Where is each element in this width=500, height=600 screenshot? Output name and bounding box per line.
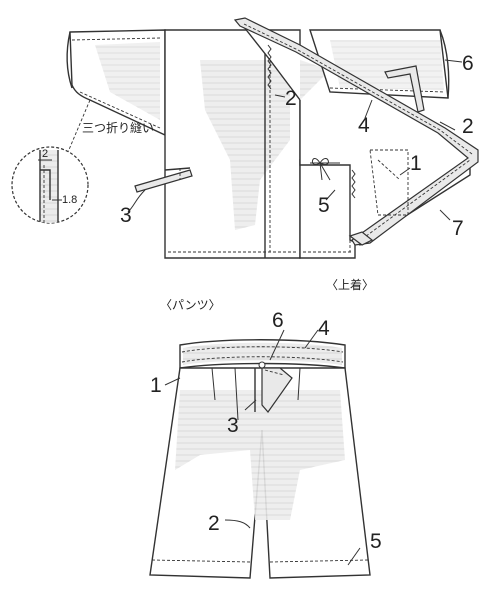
jacket-tie-top bbox=[384, 65, 425, 113]
jacket-label-7: 7 bbox=[452, 217, 464, 240]
jacket-label-2a: 2 bbox=[285, 87, 297, 110]
jacket-illustration bbox=[11, 17, 479, 259]
jacket-caption: 〈上着〉 bbox=[326, 277, 374, 292]
detail-label-top: 2 bbox=[42, 148, 48, 160]
jacket-label-1: 1 bbox=[410, 152, 422, 175]
jacket-label-2b: 2 bbox=[462, 115, 474, 138]
pants-label-1: 1 bbox=[150, 374, 162, 397]
detail-label-side: 1.8 bbox=[62, 194, 77, 206]
pants-illustration bbox=[149, 329, 371, 579]
pants-shade bbox=[175, 390, 345, 520]
pants-caption: 〈パンツ〉 bbox=[160, 298, 221, 312]
pants-label-6: 6 bbox=[272, 309, 284, 332]
jacket-tie-inner bbox=[310, 158, 340, 181]
hem-detail-circle bbox=[11, 146, 89, 224]
jacket-left-sleeve-shade bbox=[95, 42, 160, 120]
pants-label-4: 4 bbox=[318, 317, 330, 340]
jacket-hem-note: 三つ折り縫い bbox=[82, 120, 154, 135]
pants-label-3: 3 bbox=[227, 414, 239, 437]
jacket-label-4: 4 bbox=[358, 114, 370, 137]
jacket-label-5: 5 bbox=[318, 194, 330, 217]
jacket-tie-left bbox=[134, 169, 193, 193]
jacket-label-6: 6 bbox=[462, 52, 474, 75]
jacket-body-shade bbox=[200, 60, 290, 230]
jacket-label-3: 3 bbox=[120, 204, 132, 227]
pants-label-2: 2 bbox=[208, 512, 220, 535]
pants-label-5: 5 bbox=[370, 530, 382, 553]
detail-pointer bbox=[67, 99, 91, 153]
